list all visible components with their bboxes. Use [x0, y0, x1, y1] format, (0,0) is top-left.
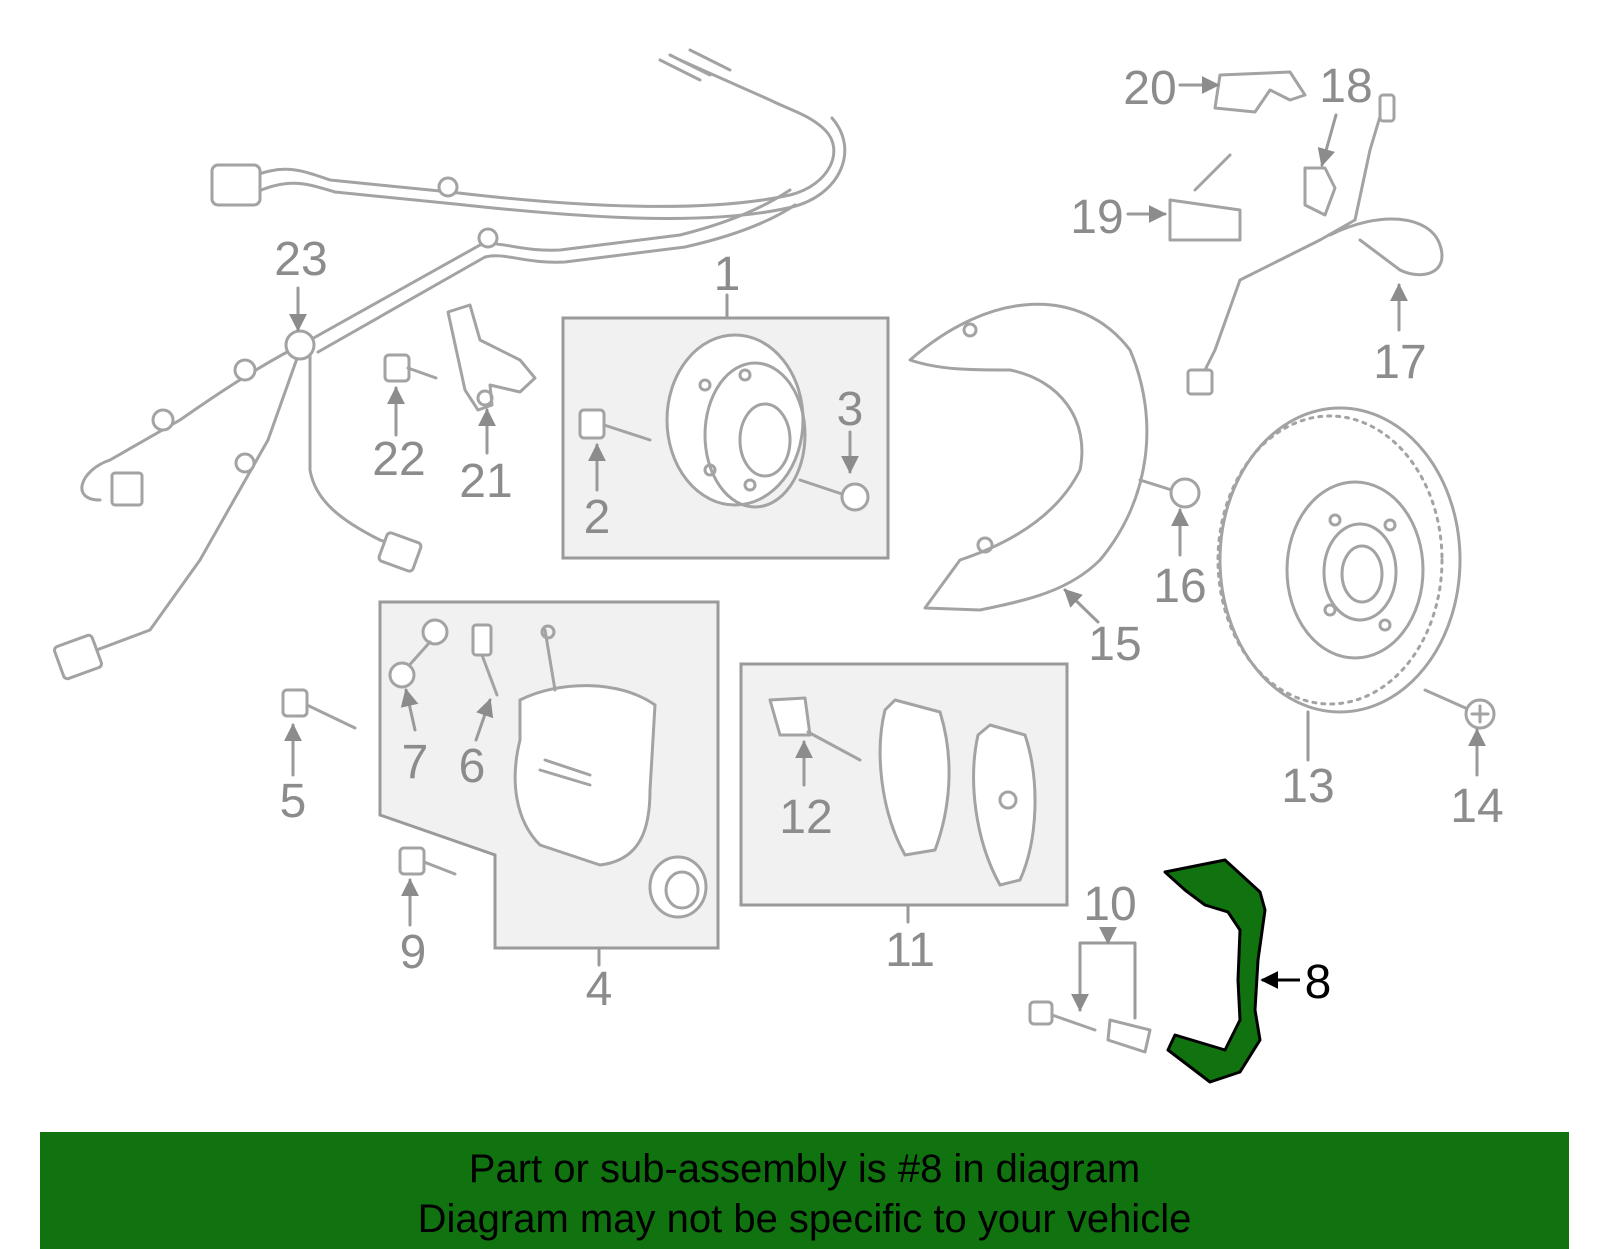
callout-3: 3	[837, 383, 864, 436]
callout-5: 5	[280, 775, 307, 828]
screw-14-drawing	[1423, 688, 1496, 730]
callout-12: 12	[779, 791, 832, 844]
brake-rotor-drawing	[1216, 406, 1462, 714]
callout-16: 16	[1153, 560, 1206, 613]
hub-assembly-box	[561, 316, 890, 560]
callout-11: 11	[885, 924, 935, 977]
callout-8: 8	[1305, 956, 1332, 1009]
callout-21: 21	[459, 455, 512, 508]
dust-shield-drawing	[908, 302, 1149, 612]
brake-pads-box	[739, 662, 1069, 907]
callout-17: 17	[1373, 336, 1426, 389]
callout-19: 19	[1070, 191, 1123, 244]
callout-labels: 1 2 3 4 5 6 7 8 9 10 11 12 13 14 15 16 1…	[274, 60, 1503, 1016]
callout-7: 7	[402, 736, 429, 789]
callout-15: 15	[1088, 618, 1141, 671]
callout-2: 2	[584, 491, 611, 544]
callout-13: 13	[1281, 760, 1334, 813]
callout-18: 18	[1319, 60, 1372, 113]
callout-6: 6	[459, 740, 486, 793]
sensor-21-drawing	[446, 303, 537, 412]
callout-9: 9	[400, 926, 427, 979]
callout-10: 10	[1083, 878, 1136, 931]
callout-1: 1	[714, 248, 741, 301]
callout-20: 20	[1123, 62, 1176, 115]
banner-line-1: Part or sub-assembly is #8 in diagram	[468, 1147, 1141, 1191]
bolt-5-drawing	[281, 688, 357, 730]
callout-4: 4	[586, 963, 613, 1016]
caliper-assembly-box	[378, 600, 720, 950]
info-banner: Part or sub-assembly is #8 in diagram Di…	[40, 1132, 1569, 1249]
callout-14: 14	[1450, 780, 1503, 833]
caliper-bracket-highlighted	[1163, 858, 1267, 1084]
callout-23: 23	[274, 233, 327, 286]
bolt-10-drawing	[1028, 1000, 1152, 1054]
bolt-22-drawing	[383, 353, 438, 383]
leader-lines	[284, 76, 1486, 1020]
banner-line-2: Diagram may not be specific to your vehi…	[417, 1197, 1192, 1241]
bolt-16-drawing	[1138, 477, 1201, 509]
bolt-9-drawing	[398, 846, 457, 876]
pad-wear-sensor-drawing	[1168, 70, 1444, 396]
wiring-harness-drawing	[53, 48, 847, 681]
callout-22: 22	[372, 433, 425, 486]
